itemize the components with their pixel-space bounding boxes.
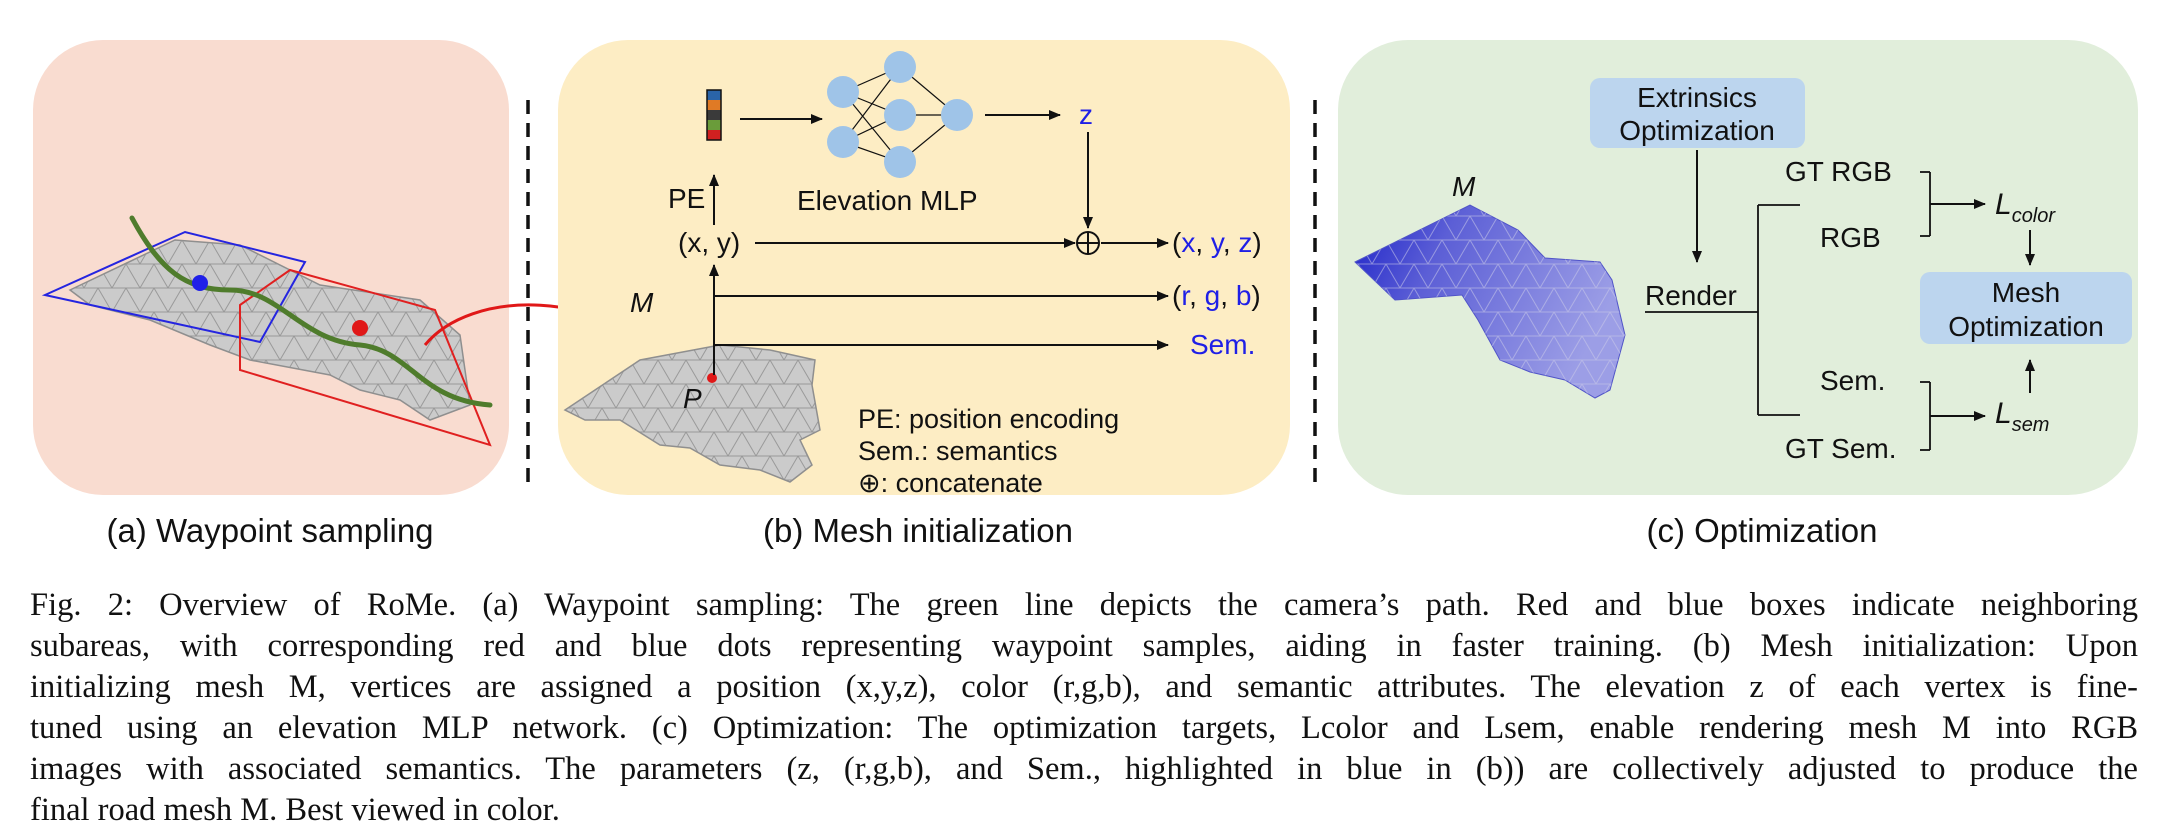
rgb-label: RGB [1820,222,1881,253]
red-subarea-box [239,268,492,447]
legend-sem: Sem.: semantics [858,436,1058,466]
render-label: Render [1645,280,1737,311]
pe-label: PE [668,183,705,214]
extrinsics-optimization-box [1590,78,1805,148]
caption-line-6: final road mesh M. Best viewed in color. [30,792,560,828]
panel-c-caption: (c) Optimization [1646,512,1878,549]
mesh-opt-label-line1: Mesh [1992,277,2060,308]
red-waypoint-dot [352,320,368,336]
xy-label: (x, y) [678,227,740,258]
blue-waypoint-dot [192,275,208,291]
l-sem-label: Lsem [1995,397,2049,436]
caption-line-4: tuned using an elevation MLP network. (c… [30,710,2138,746]
elevation-mlp-label: Elevation MLP [797,185,978,216]
panel-a-road-mesh [68,239,471,421]
panel-a-caption: (a) Waypoint sampling [106,512,434,549]
vertex-point-p [707,373,717,383]
panel-c: M Extrinsics Optimization Render GT RGB … [1338,40,2138,495]
z-label: z [1079,99,1093,130]
extrinsics-label-line2: Optimization [1619,115,1775,146]
caption-line-3: initializing mesh M, vertices are assign… [30,669,2138,705]
legend-concat: ⊕: concatenate [858,468,1043,498]
figure-caption: Fig. 2: Overview of RoMe. (a) Waypoint s… [30,585,2138,831]
blue-subarea-box [41,230,307,344]
panel-b-road-mesh [563,344,821,483]
panel-b: PE (x, y) Elevation MLP z (x, y, z) (r, … [558,40,1290,498]
panel-b-caption: (b) Mesh initialization [763,512,1073,549]
panel-c-mesh-grid [1355,205,1625,398]
caption-line-5: images with associated semantics. The pa… [30,751,2138,787]
legend-pe: PE: position encoding [858,404,1119,434]
mesh-opt-label-line2: Optimization [1948,311,2104,342]
point-p-label: P [683,383,702,414]
sem-label: Sem. [1820,365,1885,396]
mlp-nodes [827,51,973,178]
mesh-m-label-b: M [630,287,654,318]
pe-vector-icon [706,89,722,141]
figure-canvas: PE (x, y) Elevation MLP z (x, y, z) (r, … [33,40,2138,498]
panel-a [33,40,690,495]
panel-c-background [1338,40,2138,495]
output-sem: Sem. [1190,329,1255,360]
concat-symbol [1076,231,1100,255]
gt-rgb-label: GT RGB [1785,156,1892,187]
caption-line-2: subareas, with corresponding red and blu… [30,628,2138,664]
gt-sem-label: GT Sem. [1785,433,1897,464]
l-color-label: Lcolor [1995,188,2056,227]
output-rgb: (r, g, b) [1172,280,1261,311]
mesh-optimization-box [1920,272,2132,344]
output-xyz: (x, y, z) [1172,227,1262,258]
mesh-m-label-c: M [1452,171,1476,202]
camera-path-line [129,215,493,408]
render-bracket [1645,204,1800,416]
caption-line-1: Fig. 2: Overview of RoMe. (a) Waypoint s… [30,587,2138,623]
extrinsics-label-line1: Extrinsics [1637,82,1757,113]
